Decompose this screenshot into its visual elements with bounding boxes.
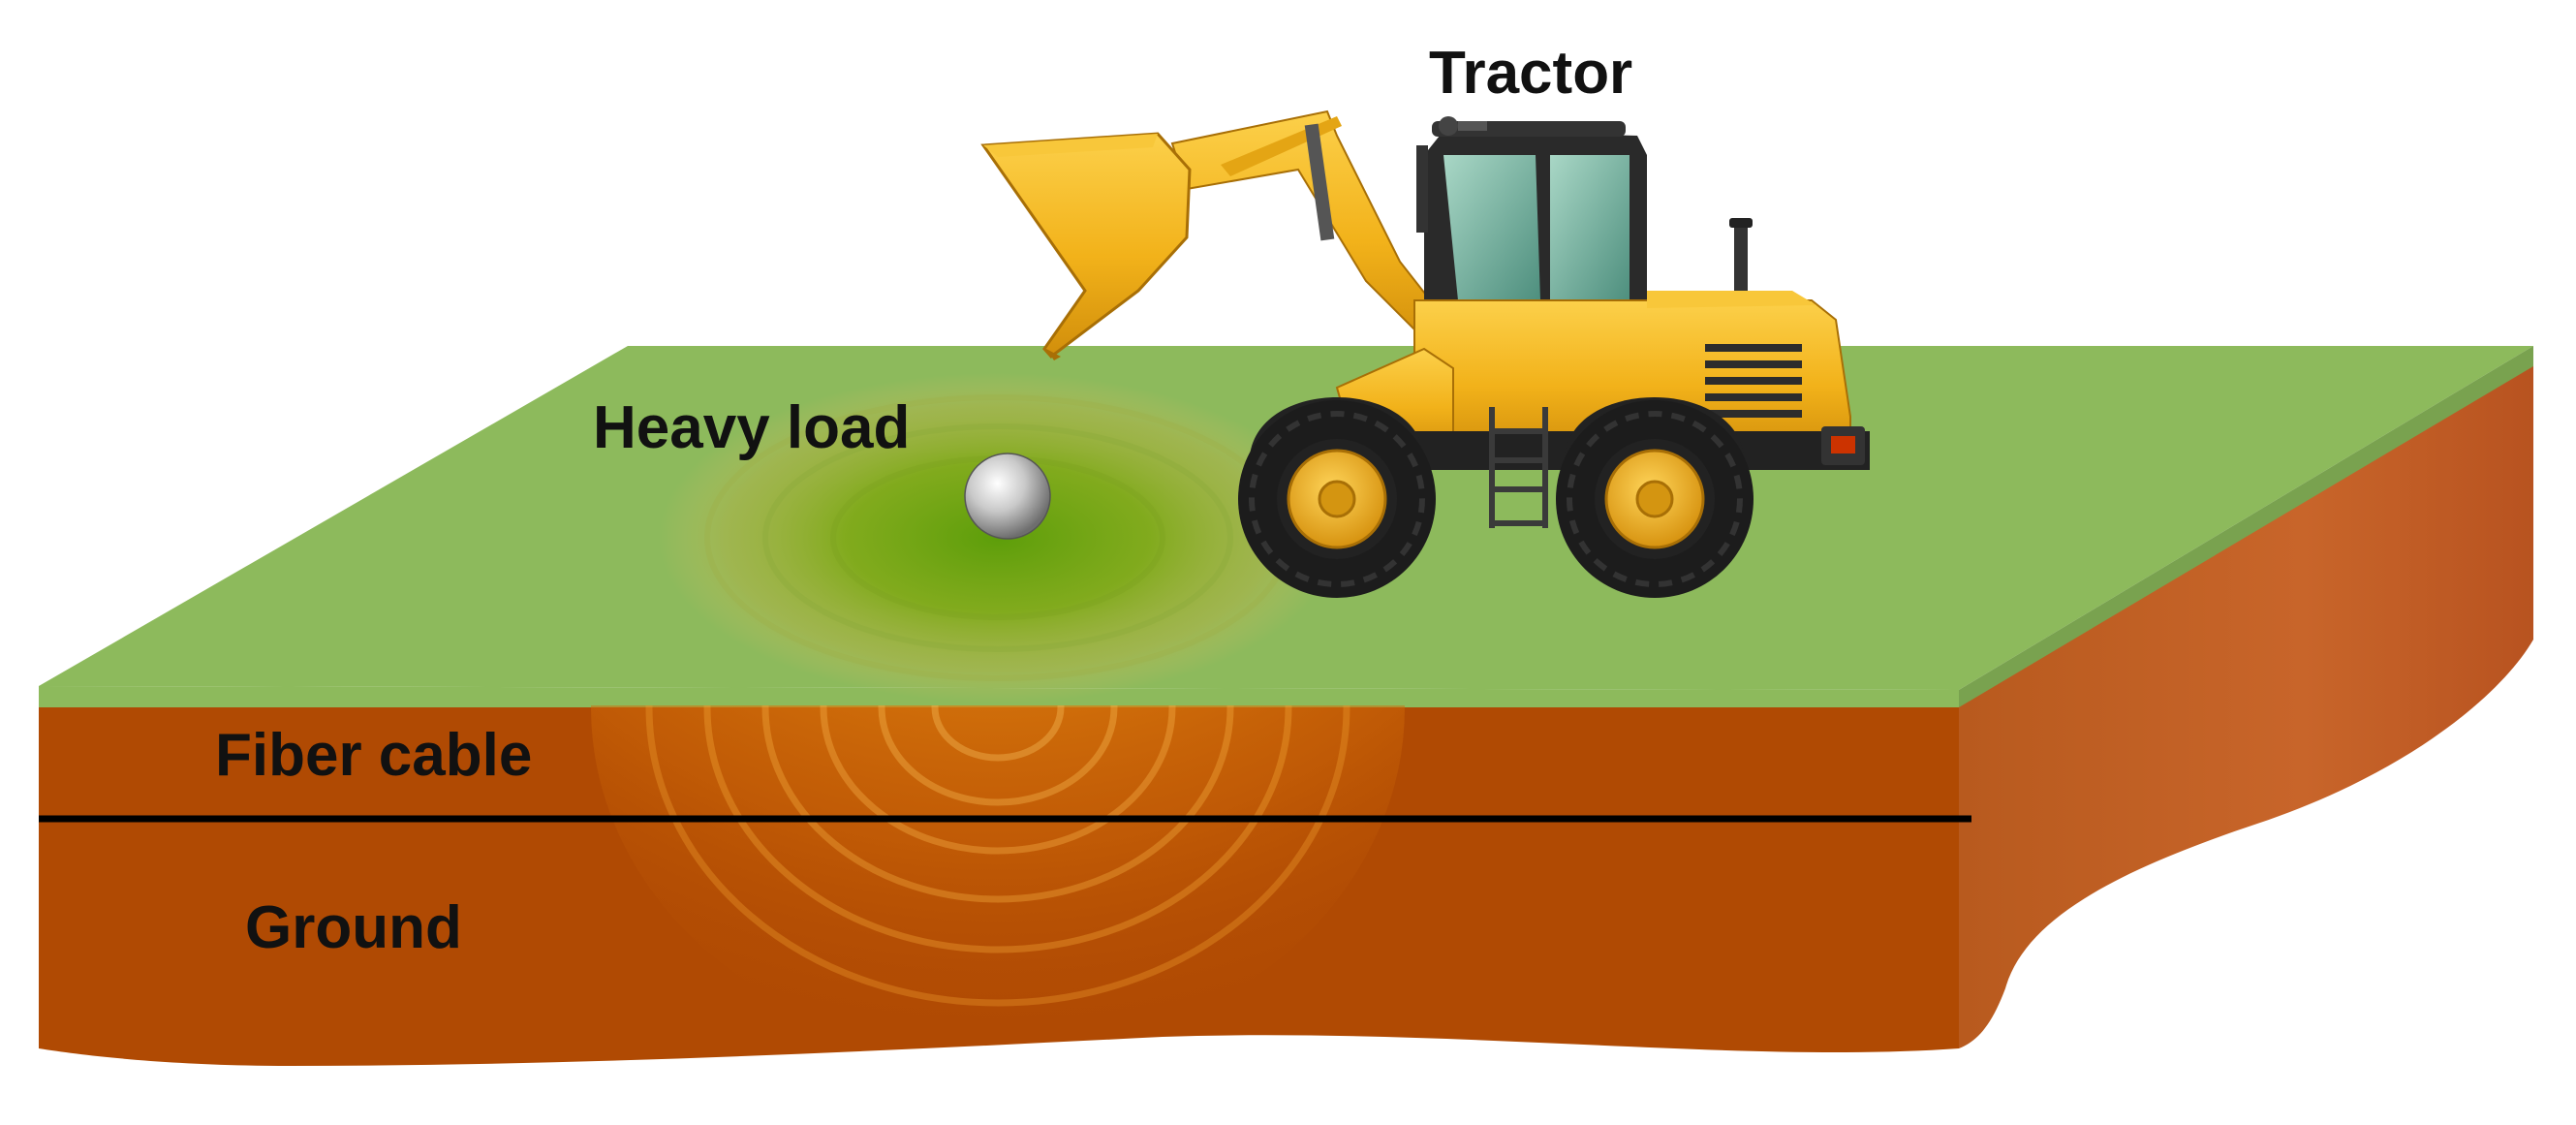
wheel-loader-icon [980,109,1870,528]
fiber-cable-label: Fiber cable [215,722,532,789]
sphere-load-icon [964,453,1051,540]
ground-label: Ground [245,894,462,961]
tractor-label: Tractor [1429,40,1632,107]
ground-side-face [1959,349,2533,1048]
grass-side-edge [1959,346,2533,707]
rear-wheel-icon [1556,400,1754,598]
front-wheel-icon [1238,400,1436,598]
underground-vibration-wave [591,705,1405,1056]
heavy-load-label: Heavy load [593,394,910,461]
